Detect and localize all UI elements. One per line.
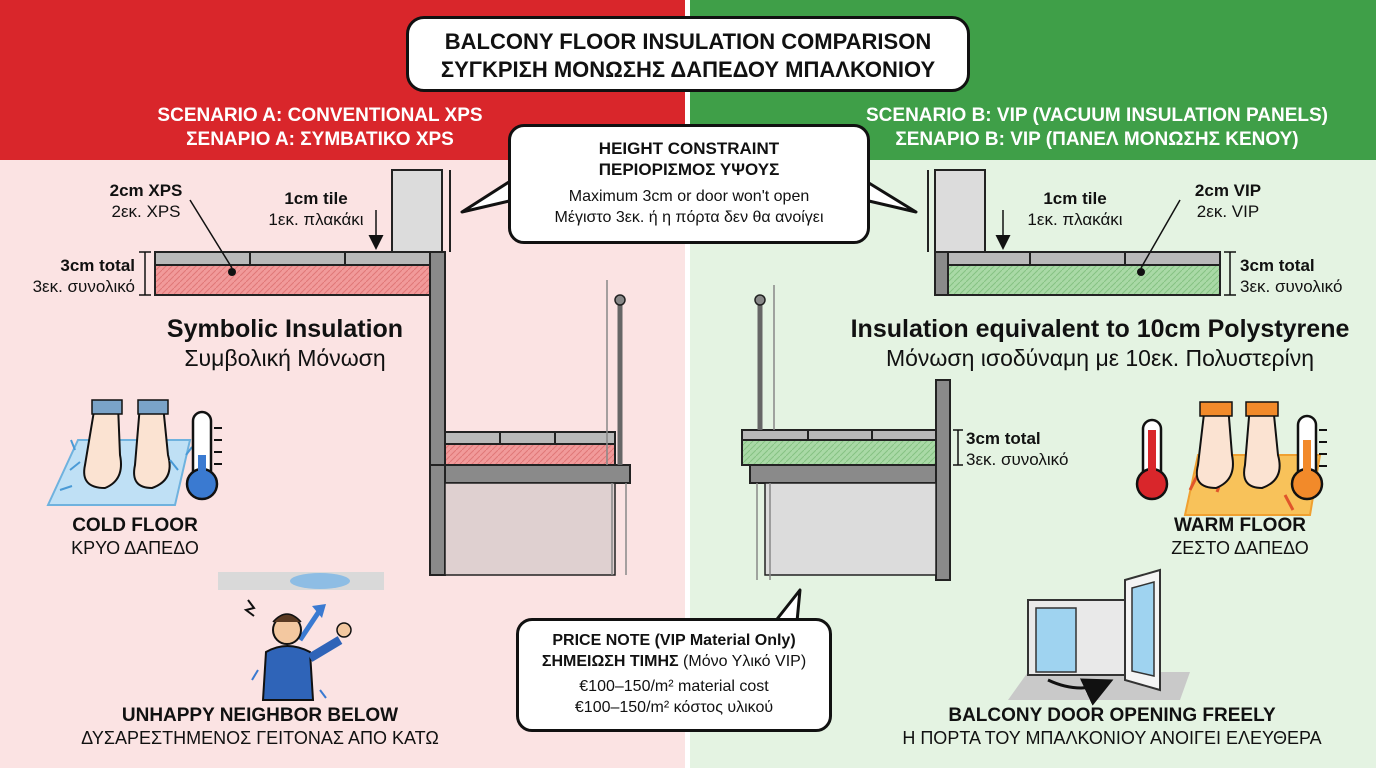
cold-feet-icon xyxy=(46,399,193,506)
scenario-a-heading: SCENARIO A: CONVENTIONAL XPS ΣΕΝΑΡΙΟ Α: … xyxy=(80,104,560,152)
scenario-b-total-label: 3cm total 3εκ. συνολικό xyxy=(1240,255,1370,297)
center-building-section xyxy=(429,280,963,581)
scenario-a-total-label-en: 3cm total xyxy=(60,256,135,275)
scenario-b-floor-section xyxy=(927,169,1236,296)
scenario-b-vip-label-en: 2cm VIP xyxy=(1194,181,1262,200)
door-caption: BALCONY DOOR OPENING FREELY Η ΠΟΡΤΑ ΤΟΥ … xyxy=(862,704,1362,749)
scenario-a-tile-label-gr: 1εκ. πλακάκι xyxy=(268,210,364,229)
warm-feet-icon xyxy=(1183,401,1322,516)
scenario-a-xps-label: 2cm XPS 2εκ. XPS xyxy=(98,180,194,222)
scenario-a-xps-label-gr: 2εκ. XPS xyxy=(111,202,181,221)
neighbor-caption-en: UNHAPPY NEIGHBOR BELOW xyxy=(121,705,399,726)
open-door-icon xyxy=(1008,568,1190,706)
neighbor-caption: UNHAPPY NEIGHBOR BELOW ΔΥΣΑΡΕΣΤΗΜΕΝΟΣ ΓΕ… xyxy=(30,704,490,749)
price-note-bubble: PRICE NOTE (VIP Material Only) ΣΗΜΕΙΩΣΗ … xyxy=(516,618,832,732)
scenario-a-result-title-gr: Συμβολική Μόνωση xyxy=(184,345,386,371)
scenario-b-heading-en: SCENARIO B: VIP (VACUUM INSULATION PANEL… xyxy=(866,105,1328,126)
scenario-a-door-jamb xyxy=(391,169,443,253)
scenario-a-heading-gr: ΣΕΝΑΡΙΟ Α: ΣΥΜΒΑΤΙΚΟ XPS xyxy=(186,129,454,150)
cold-floor-caption: COLD FLOOR ΚΡΥΟ ΔΑΠΕΔΟ xyxy=(40,514,230,559)
scenario-a-xps-label-en: 2cm XPS xyxy=(109,181,183,200)
height-constraint-bubble: HEIGHT CONSTRAINT ΠΕΡΙΟΡΙΣΜΟΣ ΥΨΟΥΣ Maxi… xyxy=(508,124,870,244)
height-constraint-heading-en: HEIGHT CONSTRAINT xyxy=(598,139,780,158)
scenario-b-total-label-gr: 3εκ. συνολικό xyxy=(1240,277,1343,296)
hot-thermometer-icon xyxy=(1135,414,1327,501)
scenario-b-vip-layer xyxy=(947,264,1221,296)
scenario-a-heading-en: SCENARIO A: CONVENTIONAL XPS xyxy=(157,105,483,126)
scenario-b-vip-label: 2cm VIP 2εκ. VIP xyxy=(1178,180,1278,222)
scenario-b-heading-gr: ΣΕΝΑΡΙΟ Β: VIP (ΠΑΝΕΛ ΜΟΝΩΣΗΣ ΚΕΝΟΥ) xyxy=(895,129,1299,150)
center-total-label: 3cm total 3εκ. συνολικό xyxy=(966,428,1096,470)
scenario-b-tile-label-en: 1cm tile xyxy=(1043,189,1107,208)
height-constraint-heading-gr: ΠΕΡΙΟΡΙΣΜΟΣ ΥΨΟΥΣ xyxy=(598,160,780,179)
scenario-a-result-title: Symbolic Insulation xyxy=(166,315,404,343)
scenario-a-tile-label: 1cm tile 1εκ. πλακάκι xyxy=(246,188,386,230)
scenario-b-result-title: Insulation equivalent to 10cm Polystyren… xyxy=(850,315,1350,343)
price-note-text-en: €100–150/m² material cost xyxy=(579,678,769,695)
price-note-text-gr: €100–150/m² κόστος υλικού xyxy=(574,699,774,716)
price-note-heading-gr-bold: ΣΗΜΕΙΩΣΗ ΤΙΜΗΣ xyxy=(541,653,679,670)
title-line-2: ΣΥΓΚΡΙΣΗ ΜΟΝΩΣΗΣ ΔΑΠΕΔΟΥ ΜΠΑΛΚΟΝΙΟΥ xyxy=(440,57,936,82)
scenario-a-floor-section xyxy=(139,169,451,468)
center-vip-layer xyxy=(741,439,937,466)
title-box: BALCONY FLOOR INSULATION COMPARISON ΣΥΓΚ… xyxy=(406,16,970,92)
height-constraint-text-en: Maximum 3cm or door won't open xyxy=(568,188,810,205)
cold-floor-caption-en: COLD FLOOR xyxy=(72,515,198,536)
scenario-b-door-jamb xyxy=(934,169,986,253)
scenario-b-tile-label: 1cm tile 1εκ. πλακάκι xyxy=(1010,188,1140,230)
title-line-1: BALCONY FLOOR INSULATION COMPARISON xyxy=(444,29,932,54)
scenario-b-vip-label-gr: 2εκ. VIP xyxy=(1196,202,1260,221)
center-total-label-gr: 3εκ. συνολικό xyxy=(966,450,1069,469)
scenario-a-result: Symbolic Insulation Συμβολική Μόνωση xyxy=(120,314,450,372)
warm-floor-caption: WARM FLOOR ΖΕΣΤΟ ΔΑΠΕΔΟ xyxy=(1145,514,1335,559)
warm-floor-caption-gr: ΖΕΣΤΟ ΔΑΠΕΔΟ xyxy=(1171,538,1309,558)
warm-floor-caption-en: WARM FLOOR xyxy=(1174,515,1306,536)
door-caption-gr: Η ΠΟΡΤΑ ΤΟΥ ΜΠΑΛΚΟΝΙΟΥ ΑΝΟΙΓΕΙ ΕΛΕΥΘΕΡΑ xyxy=(902,728,1322,748)
scenario-a-xps-layer xyxy=(154,264,431,296)
angry-neighbor-icon xyxy=(218,572,384,701)
height-constraint-text-gr: Μέγιστο 3εκ. ή η πόρτα δεν θα ανοίγει xyxy=(554,209,824,226)
cold-floor-caption-gr: ΚΡΥΟ ΔΑΠΕΔΟ xyxy=(71,538,199,558)
price-note-heading-gr-rest: (Μόνο Υλικό VIP) xyxy=(678,653,807,670)
price-note-heading-gr: ΣΗΜΕΙΩΣΗ ΤΙΜΗΣ (Μόνο Υλικό VIP) xyxy=(519,651,829,672)
scenario-b-result-title-gr: Μόνωση ισοδύναμη με 10εκ. Πολυστερίνη xyxy=(885,345,1314,371)
scenario-b-total-label-en: 3cm total xyxy=(1240,256,1315,275)
scenario-a-tile-layer xyxy=(154,251,446,266)
price-note-heading-en: PRICE NOTE (VIP Material Only) xyxy=(552,632,796,649)
scenario-b-result: Insulation equivalent to 10cm Polystyren… xyxy=(830,314,1370,372)
scenario-a-tile-label-en: 1cm tile xyxy=(284,189,348,208)
door-caption-en: BALCONY DOOR OPENING FREELY xyxy=(948,705,1276,726)
scenario-a-total-label-gr: 3εκ. συνολικό xyxy=(32,277,135,296)
scenario-b-tile-label-gr: 1εκ. πλακάκι xyxy=(1027,210,1123,229)
scenario-b-heading: SCENARIO B: VIP (VACUUM INSULATION PANEL… xyxy=(842,104,1352,152)
center-total-label-en: 3cm total xyxy=(966,429,1041,448)
scenario-b-tile-layer xyxy=(934,251,1221,266)
scenario-a-total-label: 3cm total 3εκ. συνολικό xyxy=(10,255,135,297)
center-divider xyxy=(685,0,690,768)
center-xps-layer xyxy=(444,443,616,466)
cold-thermometer-icon xyxy=(185,410,222,501)
neighbor-caption-gr: ΔΥΣΑΡΕΣΤΗΜΕΝΟΣ ΓΕΙΤΟΝΑΣ ΑΠΟ ΚΑΤΩ xyxy=(81,728,439,748)
